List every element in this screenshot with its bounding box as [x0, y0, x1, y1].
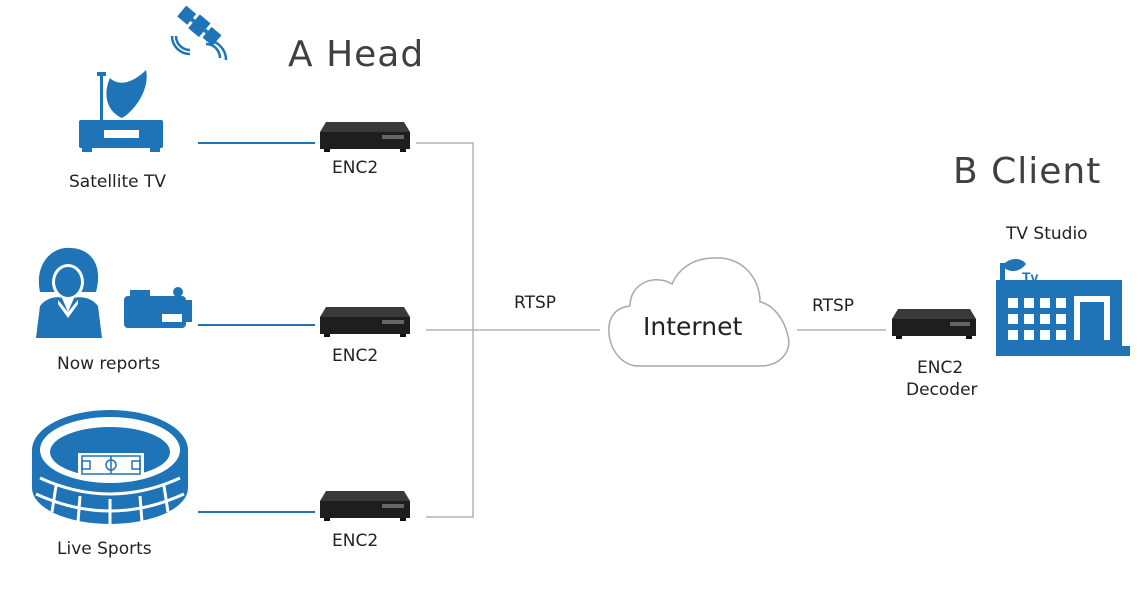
reporter-camera-icon: [36, 247, 192, 338]
decoder-label-line2: Decoder: [906, 380, 978, 400]
protocol-label-right: RTSP: [812, 296, 855, 316]
satellite-icon: [170, 5, 228, 61]
protocol-label-left: RTSP: [514, 293, 557, 313]
cloud-label: Internet: [643, 312, 743, 341]
encoder-label: ENC2: [332, 158, 379, 178]
studio-label: TV Studio: [1006, 224, 1088, 244]
stadium-icon: [32, 410, 188, 525]
source-label-sports: Live Sports: [57, 539, 152, 559]
decoder-label-line1: ENC2: [917, 358, 964, 378]
decoder-device-icon: [892, 309, 976, 339]
source-label-satellite: Satellite TV: [69, 172, 167, 192]
head-title: A Head: [288, 34, 425, 75]
encoder-label: ENC2: [332, 346, 379, 366]
encoder-label: ENC2: [332, 531, 379, 551]
satellite-receiver-icon: [79, 70, 163, 152]
encoder-device-icon: [320, 307, 410, 337]
tv-studio-icon: Tv: [996, 259, 1130, 356]
cloud-icon: [608, 257, 790, 367]
client-title: B Client: [953, 151, 1102, 192]
encoder-device-icon: [320, 122, 410, 152]
encoder-device-icon: [320, 491, 410, 521]
source-label-reports: Now reports: [57, 354, 161, 374]
